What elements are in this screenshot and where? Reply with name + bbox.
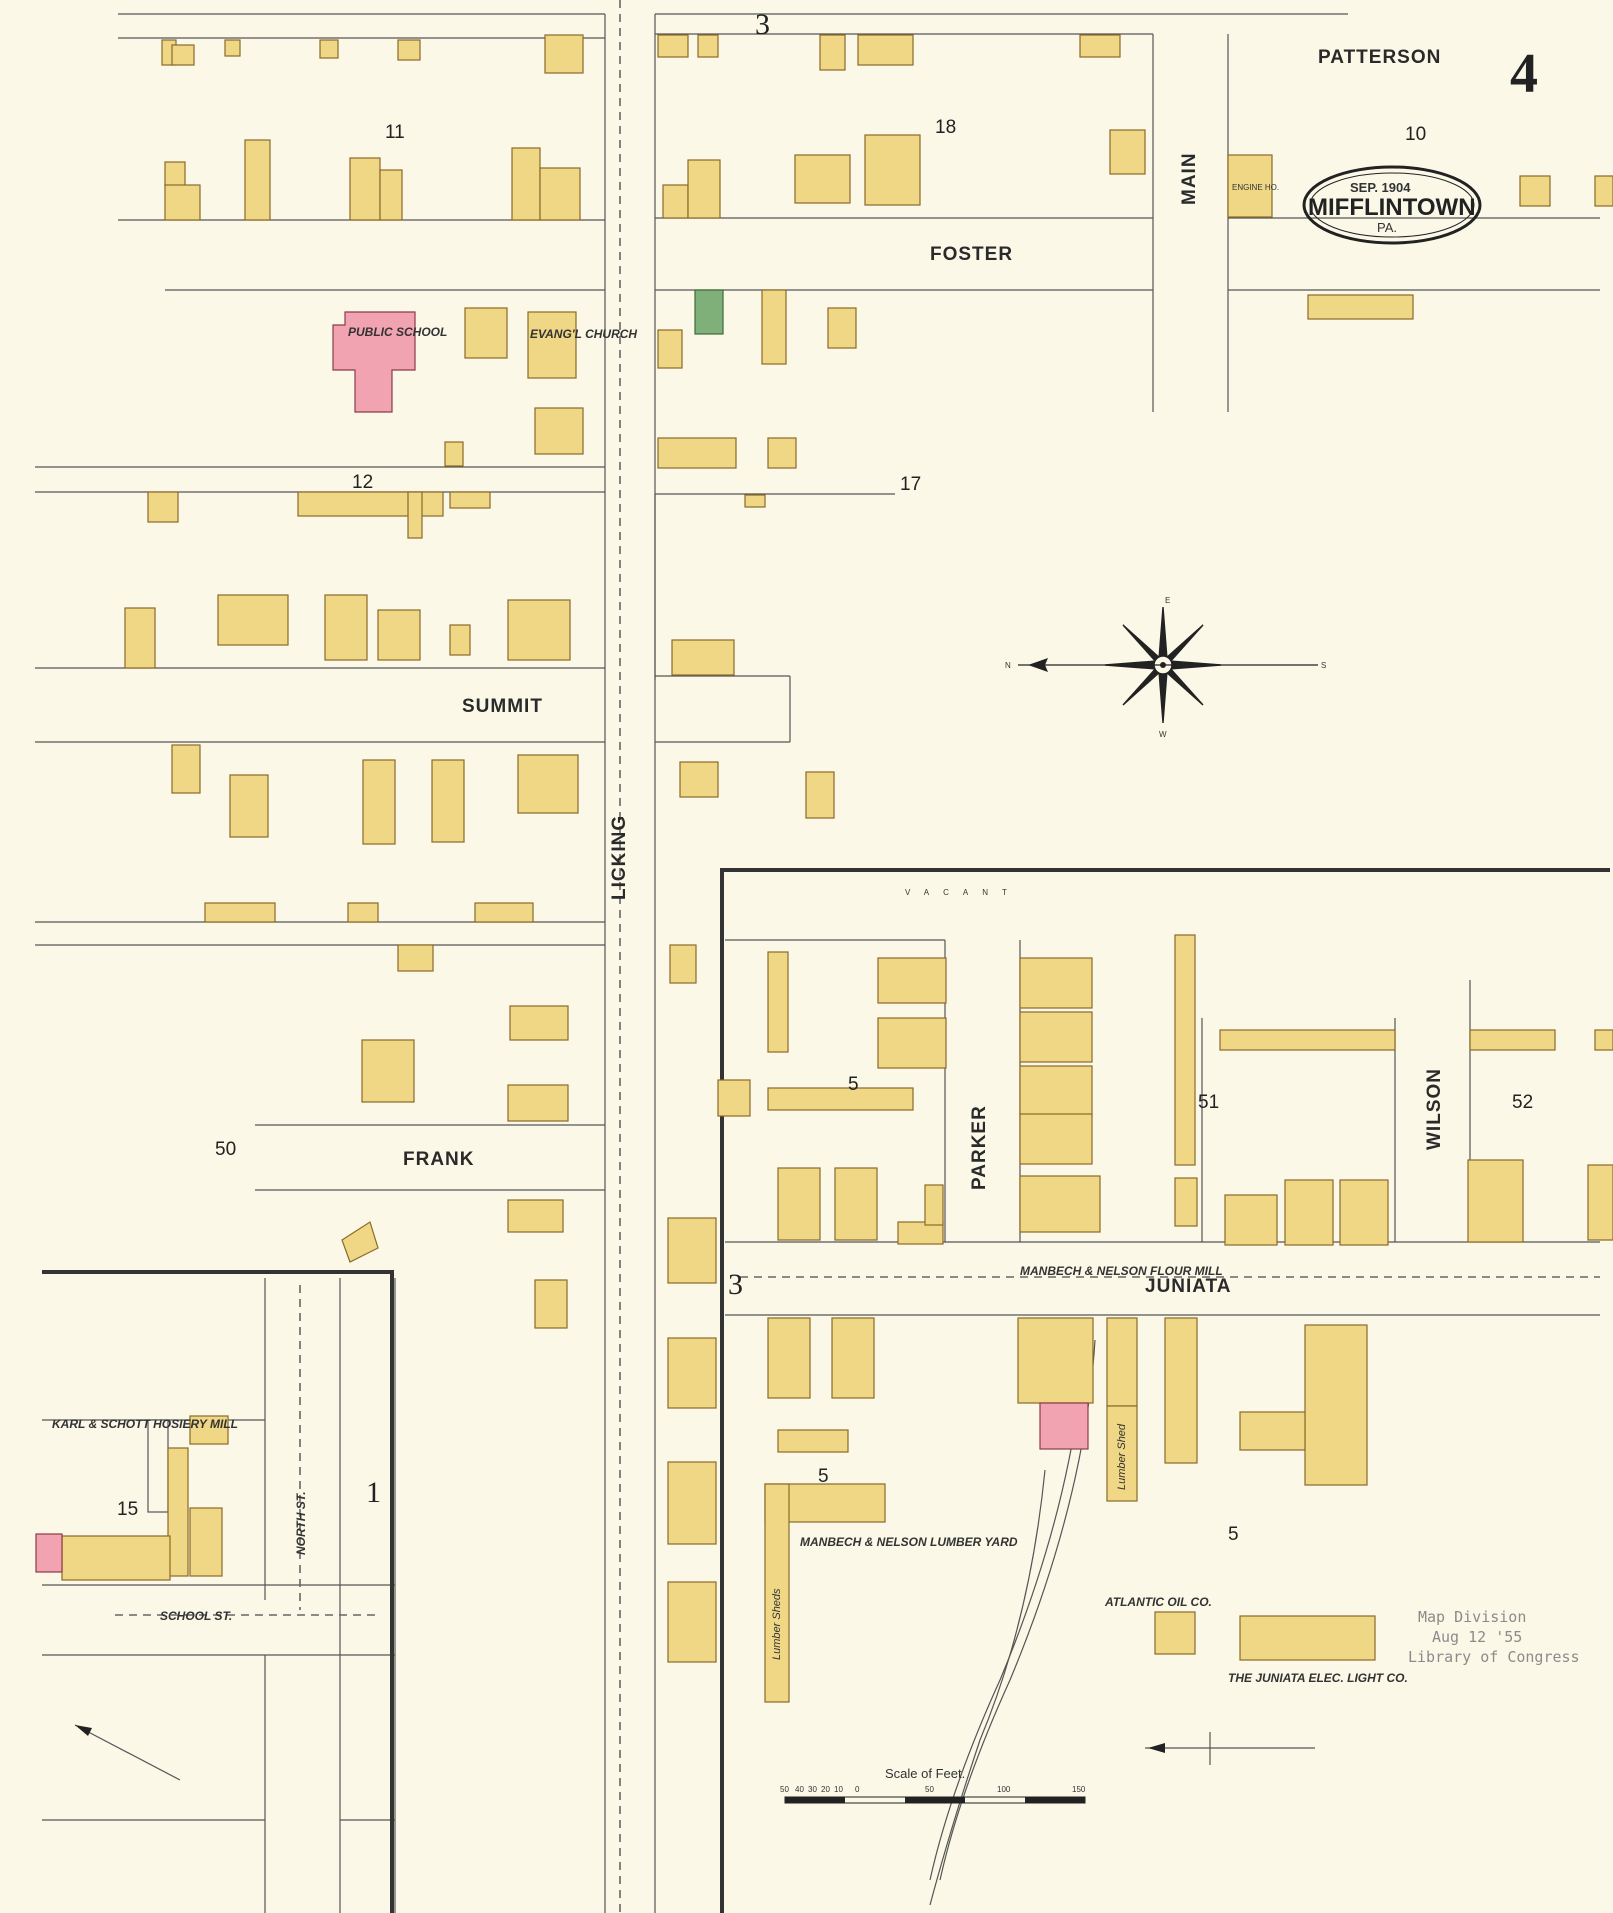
lumber-yard-label: MANBECH & NELSON LUMBER YARD — [800, 1535, 1018, 1549]
library-stamp: Map Division Aug 12 '55 Library of Congr… — [1408, 1608, 1580, 1666]
direction-arrows — [74, 1724, 1315, 1781]
svg-text:50: 50 — [780, 1785, 789, 1794]
svg-text:20: 20 — [821, 1785, 830, 1794]
svg-text:50: 50 — [925, 1785, 934, 1794]
sheet-ref: 3 — [755, 8, 770, 41]
street-foster: FOSTER — [930, 244, 1013, 265]
block-number: 50 — [215, 1139, 236, 1160]
engine-ho-label: ENGINE HO. — [1232, 183, 1279, 192]
compass-s: S — [1321, 661, 1326, 670]
street-wilson: WILSON — [1424, 1068, 1445, 1150]
block-number: 52 — [1512, 1092, 1533, 1113]
stamp-line2: Aug 12 '55 — [1432, 1628, 1522, 1646]
street-school-st: SCHOOL ST. — [160, 1609, 232, 1623]
scale-label: Scale of Feet. — [885, 1766, 965, 1781]
elec-light-label: THE JUNIATA ELEC. LIGHT CO. — [1228, 1671, 1408, 1685]
vacant-label: VACANT — [905, 888, 1021, 897]
buildings — [35, 34, 1613, 1703]
title-date: SEP. 1904 — [1350, 180, 1411, 195]
street-licking: LICKING — [609, 815, 630, 900]
block-number: 18 — [935, 117, 956, 138]
svg-text:150: 150 — [1072, 1785, 1086, 1794]
title-state: PA. — [1377, 220, 1397, 235]
public-school-label: PUBLIC SCHOOL — [348, 325, 447, 339]
street-parker: PARKER — [969, 1105, 990, 1190]
church-label: EVANG'L CHURCH — [530, 327, 637, 341]
block-number: 11 — [385, 122, 405, 143]
block-number: 5 — [848, 1074, 859, 1095]
block-number: 15 — [117, 1499, 138, 1520]
street-summit: SUMMIT — [462, 696, 543, 717]
svg-text:0: 0 — [855, 1785, 860, 1794]
block-number: 17 — [900, 474, 921, 495]
building-labels: PUBLIC SCHOOL EVANG'L CHURCH ENGINE HO. … — [52, 183, 1408, 1685]
block-number: 51 — [1198, 1092, 1219, 1113]
scale-ticks: 50 40 30 20 10 0 50 100 150 — [780, 1785, 1086, 1794]
stamp-line3: Library of Congress — [1408, 1648, 1580, 1666]
svg-text:100: 100 — [997, 1785, 1011, 1794]
street-north-st: NORTH ST. — [294, 1491, 308, 1555]
block-number: 12 — [352, 472, 373, 493]
block-number: 10 — [1405, 124, 1426, 145]
svg-text:10: 10 — [834, 1785, 843, 1794]
lumber-sheds-label: Lumber Sheds — [771, 1588, 783, 1660]
flour-mill-label: MANBECH & NELSON FLOUR MILL — [1020, 1264, 1223, 1278]
street-labels: PATTERSON FOSTER MAIN SUMMIT LICKING FRA… — [160, 47, 1445, 1623]
compass-n: N — [1005, 661, 1011, 670]
compass-w: W — [1159, 730, 1167, 739]
block-number: 5 — [1228, 1524, 1239, 1545]
street-frank: FRANK — [403, 1149, 475, 1170]
title-town: MIFFLINTOWN — [1308, 194, 1476, 221]
sheet-ref: 3 — [728, 1268, 743, 1301]
block-number: 1 — [366, 1476, 381, 1509]
svg-text:40: 40 — [795, 1785, 804, 1794]
compass-e: E — [1165, 596, 1170, 605]
stamp-line1: Map Division — [1418, 1608, 1526, 1626]
svg-text:30: 30 — [808, 1785, 817, 1794]
block-numbers: 11 18 10 12 17 51 52 50 15 5 5 5 1 3 3 — [117, 8, 1533, 1545]
atlantic-oil-label: ATLANTIC OIL CO. — [1104, 1595, 1212, 1609]
block-number: 5 — [818, 1466, 829, 1487]
title-cartouche: SEP. 1904 MIFFLINTOWN PA. 4 — [1302, 43, 1538, 245]
scale-bar: Scale of Feet. 50 40 30 20 10 0 50 100 1… — [780, 1766, 1086, 1804]
hosiery-mill-label: KARL & SCHOTT HOSIERY MILL — [52, 1417, 238, 1431]
sheet-number: 4 — [1510, 43, 1538, 105]
lumber-shed-label: Lumber Shed — [1116, 1423, 1128, 1490]
street-main: MAIN — [1179, 152, 1200, 205]
street-juniata: JUNIATA — [1145, 1276, 1232, 1297]
compass-rose: E W N S — [1005, 596, 1326, 739]
street-patterson: PATTERSON — [1318, 47, 1441, 68]
public-school-building — [332, 311, 416, 413]
